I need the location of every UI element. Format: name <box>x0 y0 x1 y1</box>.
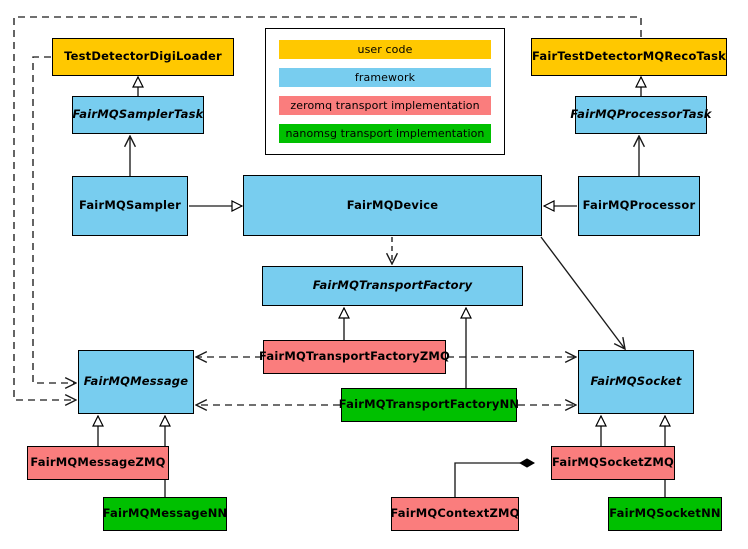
class-node-label: FairMQTransportFactoryZMQ <box>259 349 451 364</box>
class-node-fairmqcontextzmq[interactable]: FairMQContextZMQ <box>390 497 520 531</box>
class-node-label: FairMQMessageZMQ <box>30 455 166 470</box>
class-node-fairmqsocketnn[interactable]: FairMQSocketNN <box>608 497 722 531</box>
legend-item-zeromq: zeromq transport implementation <box>279 95 491 115</box>
class-node-label: FairMQDevice <box>346 197 439 212</box>
class-node-fairmqmessagezmq[interactable]: FairMQMessageZMQ <box>27 446 169 480</box>
class-node-testdetectordigiloader[interactable]: TestDetectorDigiLoader <box>52 38 234 76</box>
legend-item-user-code: user code <box>279 40 491 60</box>
class-node-label: FairMQMessage <box>83 374 189 389</box>
class-node-label: FairMQMessageNN <box>102 506 228 521</box>
class-node-label: FairMQContextZMQ <box>390 506 520 521</box>
class-node-fairmqsampler[interactable]: FairMQSampler <box>72 176 188 236</box>
class-node-label: FairMQSocket <box>590 374 682 389</box>
class-node-fairmqtransportfactory[interactable]: FairMQTransportFactory <box>262 266 523 306</box>
edge-contextzmq-to-socketzmq <box>454 458 536 497</box>
class-node-label: FairTestDetectorMQRecoTask <box>532 49 726 64</box>
edge-digiloader-to-message <box>32 56 76 383</box>
class-node-fairmqprocessor[interactable]: FairMQProcessor <box>578 176 700 236</box>
class-node-label: FairMQSampler <box>78 198 182 213</box>
class-node-fairtestdetectormqrecotask[interactable]: FairTestDetectorMQRecoTask <box>531 38 727 76</box>
class-node-fairmqprocessortask[interactable]: FairMQProcessorTask <box>570 96 711 134</box>
class-node-fairmqtransportfactorynn[interactable]: FairMQTransportFactoryNN <box>338 388 520 422</box>
class-node-fairmqsocket[interactable]: FairMQSocket <box>578 350 694 414</box>
legend-item-nanomsg: nanomsg transport implementation <box>279 123 491 143</box>
class-node-label: FairMQTransportFactory <box>312 278 473 293</box>
class-node-label: FairMQSamplerTask <box>72 107 204 122</box>
class-node-fairmqmessage[interactable]: FairMQMessage <box>78 350 194 414</box>
class-node-fairmqsocketzmq[interactable]: FairMQSocketZMQ <box>551 446 675 480</box>
class-node-fairmqdevice[interactable]: FairMQDevice <box>243 175 542 236</box>
legend-item-framework: framework <box>279 68 491 88</box>
class-node-label: TestDetectorDigiLoader <box>64 49 222 64</box>
color-legend: user code framework zeromq transport imp… <box>265 28 505 155</box>
class-node-label: FairMQProcessor <box>582 198 696 213</box>
class-node-fairmqmessagenn[interactable]: FairMQMessageNN <box>103 497 227 531</box>
edge-device-to-socket <box>540 236 625 349</box>
class-node-label: FairMQSocketZMQ <box>552 455 674 470</box>
class-node-label: FairMQSocketNN <box>609 506 721 521</box>
class-node-label: FairMQProcessorTask <box>570 107 712 122</box>
class-node-label: FairMQTransportFactoryNN <box>338 397 520 412</box>
class-node-fairmqsamplertask[interactable]: FairMQSamplerTask <box>72 96 204 134</box>
class-node-fairmqtransportfactoryzmq[interactable]: FairMQTransportFactoryZMQ <box>259 340 450 374</box>
